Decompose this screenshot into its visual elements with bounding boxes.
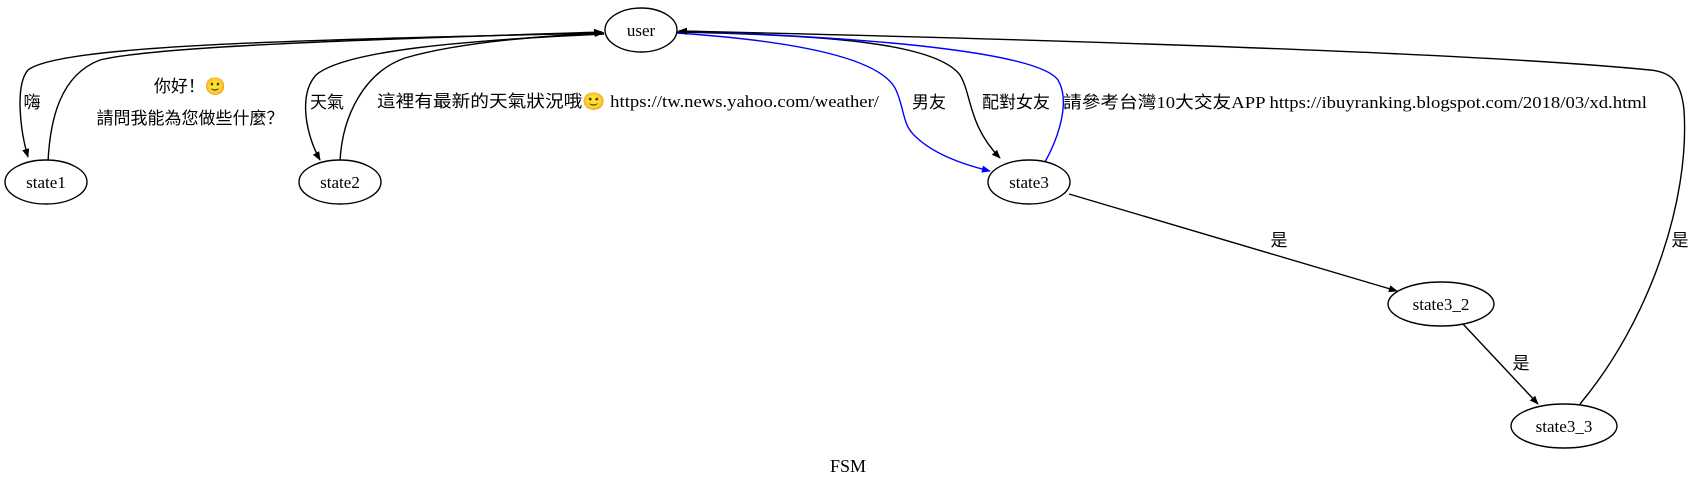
edge-label-user-state2: 天氣 — [310, 93, 344, 112]
edge-label-user-state1: 嗨 — [24, 93, 41, 112]
edge-label-state3-state3_2: 是 — [1271, 231, 1288, 250]
node-state3_3: state3_3 — [1510, 403, 1618, 449]
edge-label-state1-user-line1: 你好！🙂 — [154, 77, 226, 96]
node-state3-label: state3 — [1009, 173, 1049, 192]
node-state3_2: state3_2 — [1387, 281, 1495, 327]
node-state1: state1 — [4, 159, 88, 205]
node-state3_3-label: state3_3 — [1536, 417, 1593, 436]
edge-state2-to-user — [339, 29, 604, 163]
edge-label-state3_3-user: 是 — [1672, 231, 1689, 250]
edge-label-state3_2-state3_3: 是 — [1513, 354, 1530, 373]
edge-state3_3-to-user — [678, 27, 1686, 405]
node-state1-label: state1 — [26, 173, 66, 192]
node-state2: state2 — [298, 159, 382, 205]
edge-user-to-state1 — [19, 32, 605, 158]
edge-user-to-state3-blue — [676, 32, 991, 173]
edge-label-user-state3: 配對女友 — [982, 93, 1050, 112]
edge-state3-to-user-blue — [678, 27, 1065, 163]
edge-state3_2-to-state3_3 — [1462, 323, 1539, 405]
edge-label-state3-user: 請參考台灣10大交友APP https://ibuyranking.blogsp… — [1063, 93, 1647, 112]
edge-label-state1-user-line2: 請問我能為您做些什麼？ — [97, 109, 284, 128]
node-user: user — [604, 7, 678, 53]
edge-label-user-state3-blue: 男友 — [912, 93, 946, 112]
node-state2-label: state2 — [320, 173, 360, 192]
edge-label-state2-user: 這裡有最新的天氣狀況哦🙂 https://tw.news.yahoo.com/w… — [377, 92, 879, 111]
node-state3: state3 — [987, 159, 1071, 205]
node-state3_2-label: state3_2 — [1413, 295, 1470, 314]
edge-state1-to-user — [47, 28, 603, 163]
node-user-label: user — [627, 21, 656, 40]
diagram-caption: FSM — [830, 456, 866, 476]
edge-state3-to-state3_2 — [1068, 193, 1398, 293]
